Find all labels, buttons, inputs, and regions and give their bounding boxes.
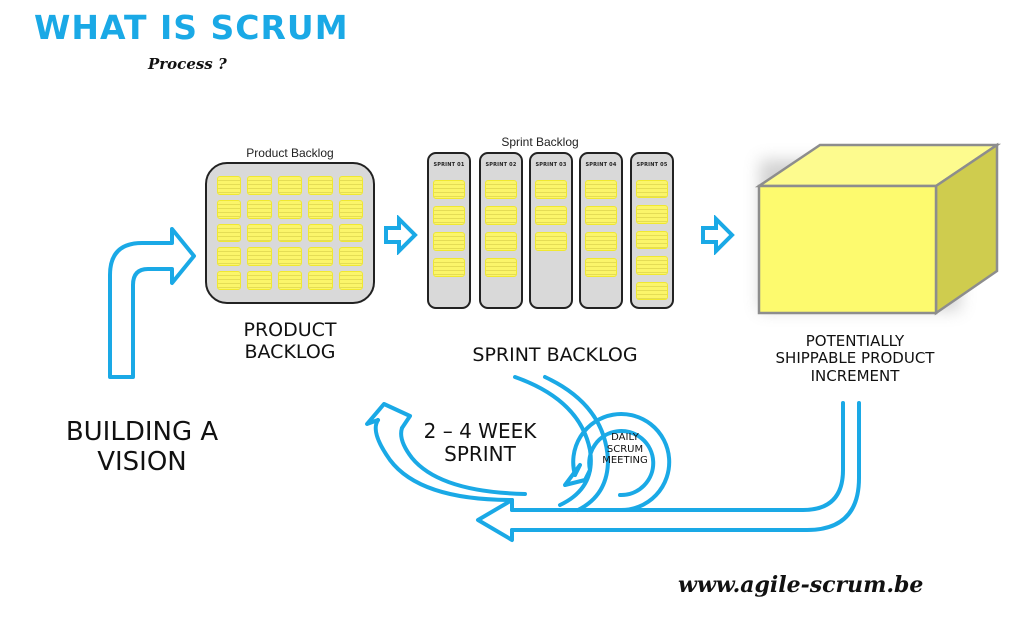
sprint-item-card: [636, 205, 668, 224]
sprint-duration-line2: SPRINT: [444, 442, 516, 466]
sprint-column-title: SPRINT 04: [585, 162, 617, 168]
sprint-column-title: SPRINT 02: [485, 162, 517, 168]
increment-label-line3: INCREMENT: [810, 366, 900, 385]
backlog-item-card: [338, 176, 363, 195]
sprint-column: SPRINT 03: [529, 152, 573, 309]
backlog-item-card: [217, 199, 242, 219]
sprint-item-card: [585, 232, 617, 251]
sprint-item-card: [433, 232, 465, 251]
backlog-item-card: [247, 223, 272, 243]
sprint-column-title: SPRINT 05: [636, 162, 668, 168]
sprint-item-card: [485, 258, 517, 277]
vision-label-line2: VISION: [97, 446, 187, 477]
sprint-item-card: [636, 180, 668, 199]
sprint-item-card: [433, 206, 465, 225]
backlog-item-card: [308, 247, 333, 267]
sprint-column-title: SPRINT 03: [535, 162, 567, 168]
backlog-item-card: [277, 199, 303, 219]
daily-scrum-line1: DAILY: [611, 432, 639, 443]
sprint-item-card: [433, 258, 465, 277]
cube-icon: [754, 142, 1002, 316]
right-arrow-icon: [384, 215, 418, 255]
right-arrow-icon: [701, 215, 735, 255]
sprint-item-card: [433, 180, 465, 199]
sprint-item-card: [636, 256, 668, 275]
increment-label: POTENTIALLY SHIPPABLE PRODUCT INCREMENT: [735, 332, 975, 385]
product-backlog-board: [205, 162, 375, 304]
sprint-item-card: [485, 180, 517, 199]
backlog-item-card: [217, 271, 242, 290]
sprint-item-card: [585, 258, 617, 277]
sprint-item-card: [485, 232, 517, 251]
vision-label-line1: BUILDING A: [65, 417, 219, 447]
backlog-item-card: [247, 271, 272, 290]
sprint-item-card: [585, 180, 617, 199]
page-subtitle: Process ?: [148, 55, 227, 73]
sprint-item-card: [535, 232, 567, 251]
daily-scrum-line2: SCRUM: [606, 443, 644, 455]
sprint-column: SPRINT 01: [427, 152, 471, 309]
sprint-item-card: [535, 180, 567, 199]
backlog-item-card: [277, 271, 303, 290]
backlog-item-card: [277, 223, 303, 243]
sprint-column: SPRINT 05: [630, 152, 674, 309]
sprint-duration-line1: 2 – 4 WEEK: [423, 419, 537, 443]
daily-scrum-line3: MEETING: [602, 455, 648, 466]
backlog-item-card: [277, 176, 303, 195]
increment-label-line1: POTENTIALLY: [805, 332, 905, 350]
sprint-column: SPRINT 02: [479, 152, 523, 309]
backlog-item-card: [308, 271, 333, 290]
bent-up-right-arrow-icon: [108, 227, 196, 379]
backlog-item-card: [217, 223, 242, 243]
backlog-item-card: [338, 199, 363, 219]
product-backlog-label: PRODUCT BACKLOG: [215, 319, 365, 364]
backlog-item-card: [338, 223, 363, 243]
product-backlog-label-line1: PRODUCT: [243, 319, 337, 341]
backlog-item-card: [308, 199, 333, 219]
sprint-item-card: [636, 230, 668, 250]
sprint-duration-label: 2 – 4 WEEK SPRINT: [405, 420, 555, 466]
backlog-item-card: [247, 247, 272, 267]
backlog-item-card: [247, 199, 272, 219]
increment-label-line2: SHIPPABLE PRODUCT: [775, 349, 935, 368]
product-backlog-caption: Product Backlog: [246, 146, 334, 160]
backlog-item-card: [247, 176, 272, 195]
sprint-column: SPRINT 04: [579, 152, 623, 309]
backlog-item-card: [338, 271, 363, 290]
sprint-item-card: [636, 281, 668, 301]
sprint-item-card: [535, 206, 567, 225]
backlog-item-card: [308, 223, 333, 243]
backlog-item-card: [217, 247, 242, 267]
daily-scrum-label: DAILY SCRUM MEETING: [585, 432, 665, 467]
product-backlog-label-line2: BACKLOG: [244, 340, 336, 363]
website-url[interactable]: www.agile-scrum.be: [678, 572, 924, 598]
sprint-backlog-caption: Sprint Backlog: [501, 135, 579, 149]
sprint-item-card: [485, 206, 517, 225]
backlog-item-card: [338, 247, 363, 267]
page-title: WHAT IS SCRUM: [34, 8, 349, 47]
vision-label: BUILDING A VISION: [22, 417, 262, 478]
sprint-item-card: [585, 206, 617, 225]
sprint-column-title: SPRINT 01: [433, 162, 465, 168]
backlog-item-card: [308, 176, 333, 195]
backlog-item-card: [277, 247, 303, 267]
sprint-backlog-label: SPRINT BACKLOG: [472, 344, 638, 366]
backlog-item-card: [217, 176, 242, 195]
